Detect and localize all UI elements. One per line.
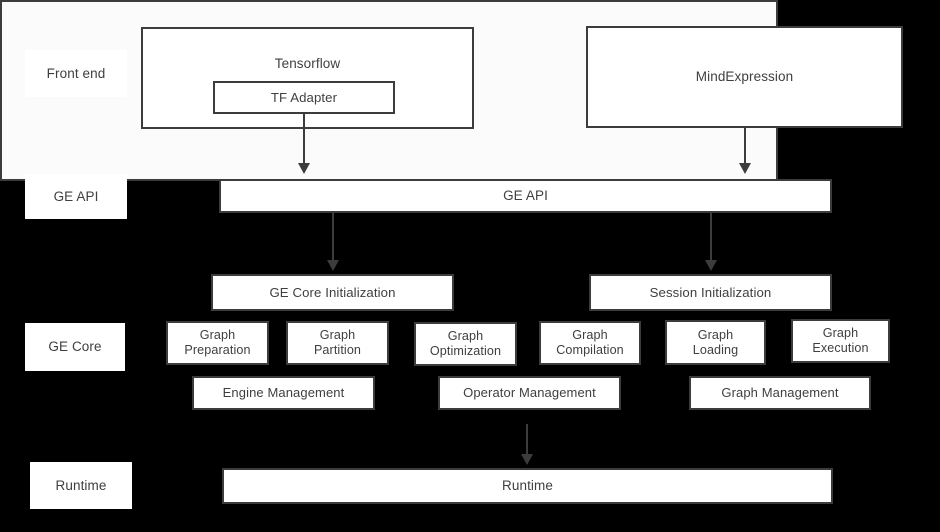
graph-optimization-node[interactable]: Graph Optimization xyxy=(414,322,517,366)
graph-partition-node[interactable]: Graph Partition xyxy=(286,321,389,365)
runtime-bar-label: Runtime xyxy=(502,478,553,494)
arrowhead-ge-api-to-session-init xyxy=(705,260,717,271)
graph-loading-node[interactable]: Graph Loading xyxy=(665,320,766,365)
node-label: Graph Preparation xyxy=(184,328,251,357)
node-label: Engine Management xyxy=(222,385,345,401)
tf-adapter-node[interactable]: TF Adapter xyxy=(213,81,395,114)
connector-ge-api-to-ge-core-init xyxy=(332,213,334,262)
connector-ge-api-to-session-init xyxy=(710,213,712,262)
runtime-bar[interactable]: Runtime xyxy=(222,468,833,504)
node-label: Session Initialization xyxy=(649,284,772,300)
node-label: Operator Management xyxy=(463,385,596,401)
engine-management-node[interactable]: Engine Management xyxy=(192,376,375,410)
layer-label-text: Runtime xyxy=(55,477,107,493)
graph-management-node[interactable]: Graph Management xyxy=(689,376,871,410)
arrowhead-tf-adapter-to-ge-api xyxy=(298,163,310,174)
connector-mindexpression-to-ge-api xyxy=(744,128,746,165)
ge-core-initialization-node[interactable]: GE Core Initialization xyxy=(211,274,454,311)
ge-api-bar-label: GE API xyxy=(503,188,548,204)
graph-execution-node[interactable]: Graph Execution xyxy=(791,319,890,363)
operator-management-node[interactable]: Operator Management xyxy=(438,376,621,410)
graph-compilation-node[interactable]: Graph Compilation xyxy=(539,321,641,365)
layer-label-text: Front end xyxy=(46,65,106,81)
ge-api-bar[interactable]: GE API xyxy=(219,179,832,213)
layer-label-ge-core: GE Core xyxy=(25,323,125,371)
node-label: Graph Compilation xyxy=(556,328,624,357)
node-label: Graph Management xyxy=(721,385,839,401)
mindexpression-frame[interactable]: MindExpression xyxy=(586,26,903,128)
layer-label-text: GE API xyxy=(53,188,99,204)
node-label: Graph Partition xyxy=(313,328,362,357)
layer-label-runtime: Runtime xyxy=(30,462,132,509)
graph-preparation-node[interactable]: Graph Preparation xyxy=(166,321,269,365)
layer-label-text: GE Core xyxy=(48,339,102,355)
node-label: Graph Loading xyxy=(692,327,739,357)
connector-tf-adapter-to-ge-api xyxy=(303,114,305,165)
arrowhead-ge-api-to-ge-core-init xyxy=(327,260,339,271)
arrowhead-ge-core-to-runtime xyxy=(521,454,533,465)
connector-ge-core-to-runtime xyxy=(526,424,528,456)
node-label: Graph Optimization xyxy=(429,329,502,358)
tf-adapter-label: TF Adapter xyxy=(270,89,338,105)
layer-label-front-end: Front end xyxy=(25,50,127,97)
node-label: GE Core Initialization xyxy=(269,284,396,300)
tensorflow-label: Tensorflow xyxy=(274,56,341,71)
layer-label-ge-api: GE API xyxy=(25,174,127,219)
arrowhead-mindexpression-to-ge-api xyxy=(739,163,751,174)
session-initialization-node[interactable]: Session Initialization xyxy=(589,274,832,311)
node-label: Graph Execution xyxy=(812,326,869,355)
mindexpression-label: MindExpression xyxy=(695,69,794,85)
